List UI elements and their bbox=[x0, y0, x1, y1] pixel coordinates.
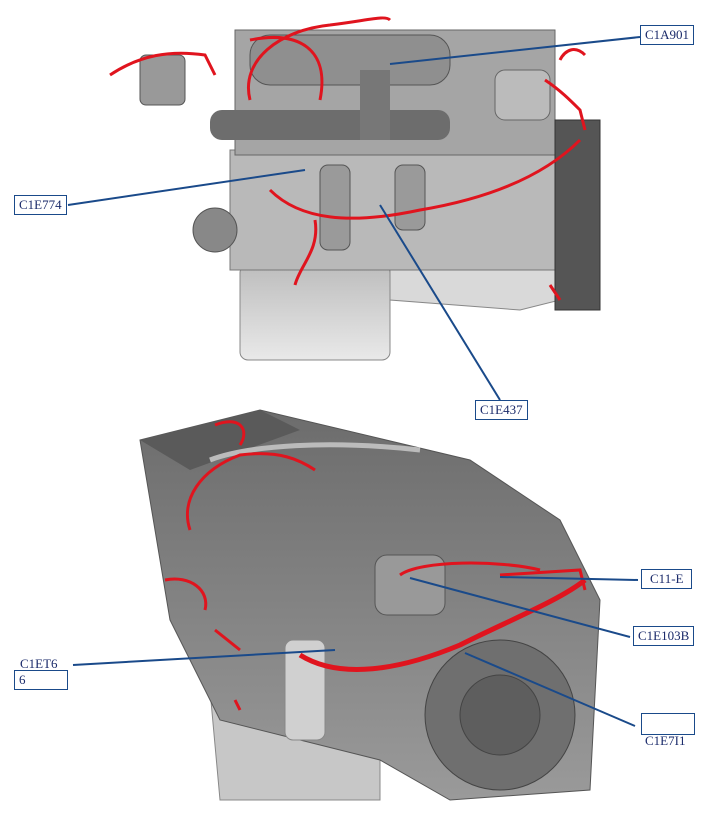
connector-label-c1e711-box bbox=[641, 713, 695, 735]
engine-iso-view bbox=[139, 409, 601, 801]
leader-lines bbox=[67, 36, 641, 727]
connector-label-c1e711-text: C1E7I1 bbox=[645, 733, 686, 748]
connector-label-c1a901: C1A901 bbox=[640, 25, 695, 45]
connector-label-c1et6-text: C1ET6 bbox=[20, 656, 58, 671]
connector-label-c1et6-box: 6 bbox=[14, 670, 68, 690]
engine-side-view bbox=[139, 29, 601, 361]
connector-label-c11-e: C11-E bbox=[641, 569, 693, 589]
connector-label-c1e774: C1E774 bbox=[14, 195, 67, 215]
wiring-harness-top bbox=[109, 16, 587, 301]
connector-label-c1e103b: C1E103B bbox=[633, 626, 695, 646]
connector-label-c1e437: C1E437 bbox=[475, 400, 528, 420]
wiring-harness-bottom bbox=[164, 420, 587, 711]
